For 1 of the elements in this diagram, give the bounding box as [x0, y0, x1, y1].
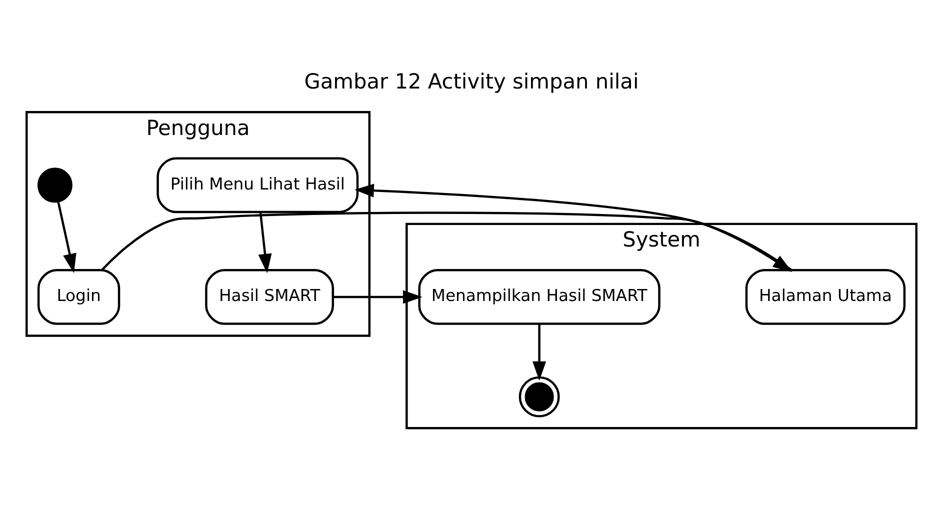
diagram-title: Gambar 12 Activity simpan nilai [304, 69, 639, 94]
